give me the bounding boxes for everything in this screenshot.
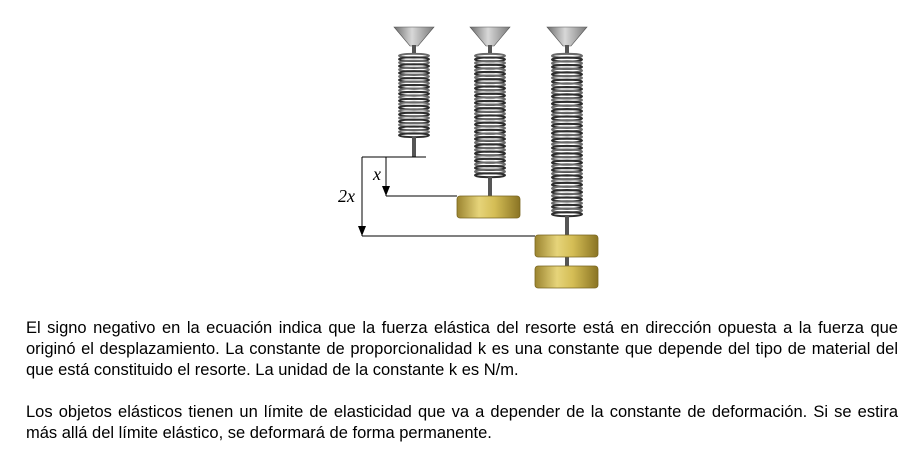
hook-stem-1 bbox=[412, 45, 416, 53]
rod-1 bbox=[412, 137, 416, 157]
spring-coil bbox=[474, 172, 506, 179]
hook-3 bbox=[546, 26, 588, 47]
spring-coil bbox=[398, 132, 430, 139]
spring-2 bbox=[474, 52, 506, 179]
paragraph-2: Los objetos elásticos tienen un límite d… bbox=[26, 403, 898, 442]
spring-coil bbox=[550, 211, 584, 218]
mass-1 bbox=[456, 195, 521, 219]
hook-1 bbox=[393, 26, 435, 47]
paragraph-1: El signo negativo en la ecuación indica … bbox=[26, 319, 898, 379]
displacement-2x-label: 2x bbox=[338, 186, 355, 206]
spring-1 bbox=[398, 52, 430, 139]
reference-lines bbox=[361, 156, 535, 237]
spring-3 bbox=[550, 52, 584, 218]
rod-3b bbox=[565, 255, 569, 267]
hook-stem-2 bbox=[488, 45, 492, 53]
arrowheads bbox=[358, 186, 390, 236]
rod-3 bbox=[565, 216, 569, 236]
spring-diagram: x 2x bbox=[338, 26, 599, 289]
rod-2 bbox=[488, 177, 492, 197]
mass-2 bbox=[534, 234, 599, 258]
mass-3 bbox=[534, 265, 599, 289]
hook-stem-3 bbox=[565, 45, 569, 53]
displacement-x-label: x bbox=[372, 164, 381, 184]
hook-2 bbox=[469, 26, 511, 47]
